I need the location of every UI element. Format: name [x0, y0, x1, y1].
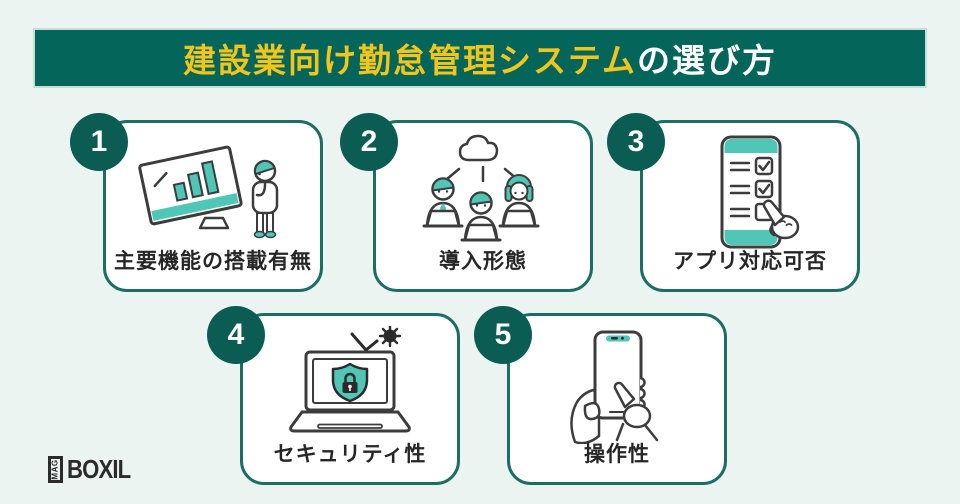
step-4-badge: 4	[207, 306, 265, 364]
mag-box: MAG	[48, 456, 63, 483]
page-title: 建設業向け勤怠管理システムの選び方	[183, 34, 777, 82]
laptop-shield-icon	[289, 326, 411, 433]
illustration-wrap	[376, 131, 590, 253]
title-highlight: 建設業向け勤怠管理システム	[182, 42, 637, 79]
card-label: アプリ対応可否	[673, 250, 827, 273]
card-security: 4 セキュリティ性	[207, 306, 460, 485]
step-number: 4	[227, 318, 245, 351]
boxil-mag-logo: MAG BOXIL	[48, 454, 141, 485]
title-suffix: の選び方	[637, 42, 777, 79]
cloud-team-icon	[422, 134, 540, 242]
step-number: 3	[627, 125, 645, 158]
monitor-chart-person-icon	[138, 145, 279, 239]
card-label: 主要機能の搭載有無	[114, 250, 312, 273]
card-label: セキュリティ性	[273, 443, 427, 466]
step-number: 5	[494, 318, 512, 351]
title-banner: 建設業向け勤怠管理システムの選び方	[33, 28, 927, 88]
card-app-support: 3	[607, 113, 860, 292]
hand-smartphone-icon	[570, 330, 659, 444]
illustration-wrap	[643, 131, 857, 253]
mag-box-label: MAG	[51, 459, 61, 480]
card-deployment-type: 2	[340, 113, 593, 292]
step-3-badge: 3	[607, 113, 665, 171]
step-number: 2	[360, 125, 378, 158]
card-main-features: 1	[70, 113, 323, 292]
step-1-badge: 1	[70, 113, 128, 171]
illustration-wrap	[106, 131, 320, 253]
card-label: 導入形態	[439, 250, 527, 273]
illustration-wrap	[510, 324, 724, 446]
card-label: 操作性	[584, 443, 650, 466]
illustration-wrap	[243, 324, 457, 446]
step-2-badge: 2	[340, 113, 398, 171]
boxil-wordmark: BOXIL	[67, 454, 131, 484]
phone-checklist-icon	[720, 135, 800, 249]
step-5-badge: 5	[474, 306, 532, 364]
card-usability: 5 操作性	[474, 306, 727, 485]
step-number: 1	[90, 125, 108, 158]
